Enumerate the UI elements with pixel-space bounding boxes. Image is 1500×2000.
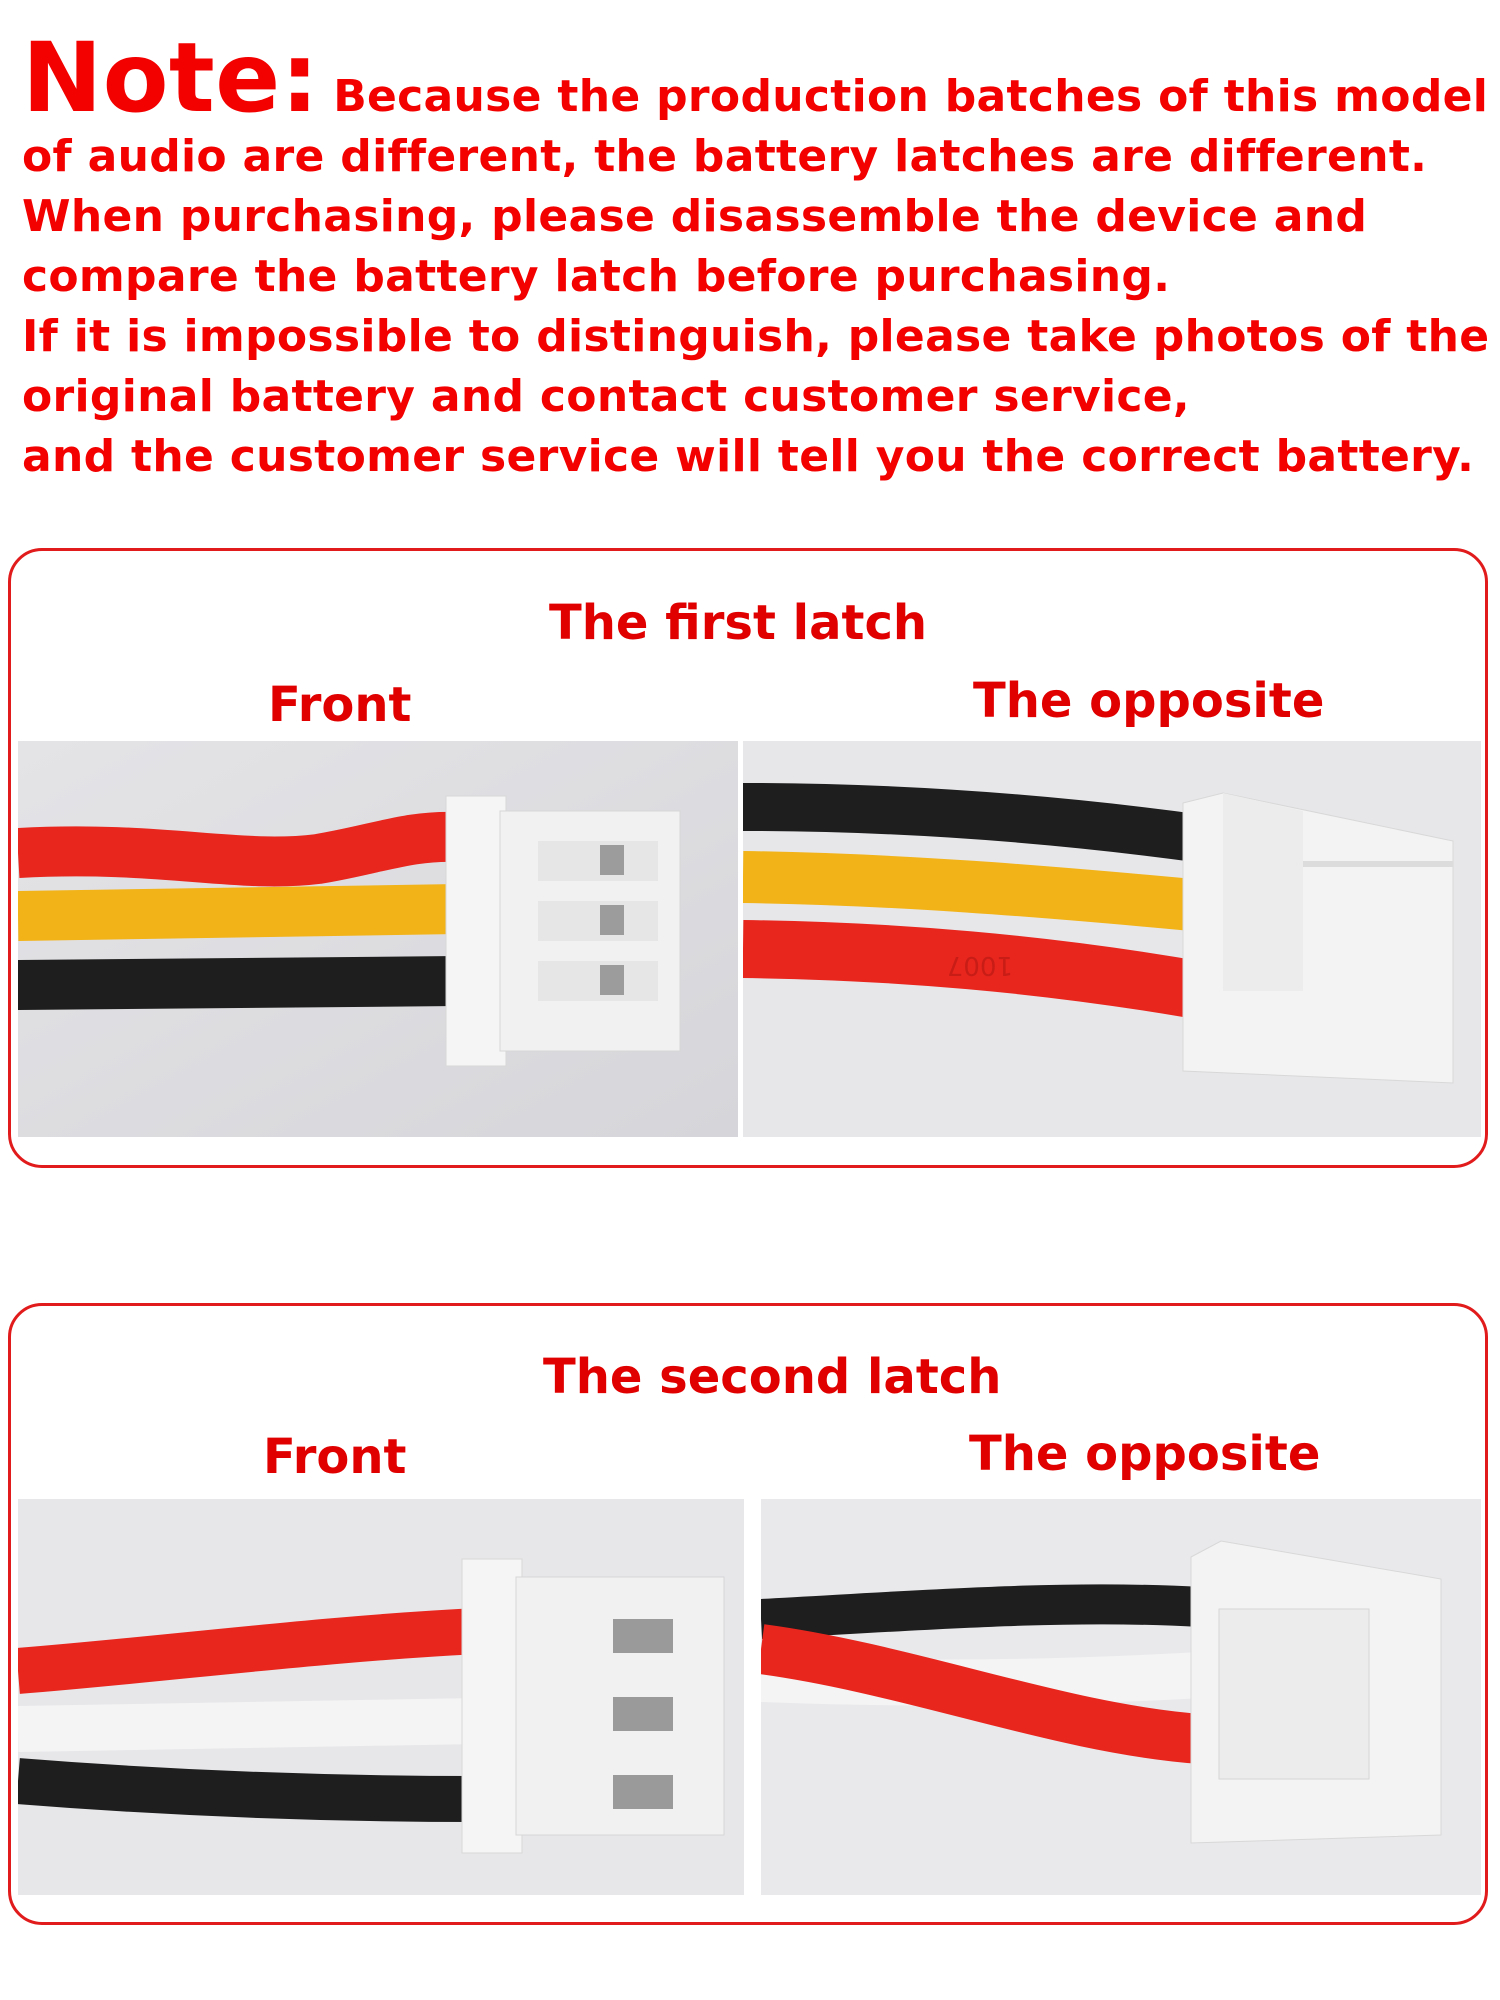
first-latch-title: The first latch	[549, 595, 928, 651]
first-latch-panel: The first latch Front The opposite	[8, 548, 1488, 1168]
metal-pins	[613, 1619, 673, 1809]
first-latch-opposite-photo: 1007	[743, 741, 1481, 1137]
note-line-text: Because the production batches of this m…	[333, 71, 1489, 122]
note-line-1: Note:Because the production batches of t…	[22, 30, 1488, 127]
connector-housing	[461, 1558, 725, 1854]
second-latch-opposite-label: The opposite	[969, 1426, 1321, 1482]
note-line-6: original battery and contact customer se…	[22, 371, 1190, 422]
second-latch-opposite-photo	[761, 1499, 1481, 1895]
yellow-wire	[18, 884, 459, 941]
black-wire	[18, 1758, 479, 1822]
yellow-wire	[743, 851, 1206, 932]
connector-housing	[445, 795, 681, 1067]
note-line-7: and the customer service will tell you t…	[22, 431, 1475, 482]
metal-pins	[600, 845, 624, 995]
red-wire	[743, 920, 1208, 1020]
note-line-3: When purchasing, please disassemble the …	[22, 191, 1368, 242]
red-wire	[18, 1608, 480, 1694]
connector-housing	[1182, 792, 1454, 1084]
note-line-4: compare the battery latch before purchas…	[22, 251, 1171, 302]
black-wire	[18, 956, 459, 1010]
second-latch-title: The second latch	[543, 1349, 1002, 1405]
red-wire	[18, 811, 459, 887]
second-latch-panel: The second latch Front The opposite	[8, 1303, 1488, 1925]
note-text: Note:Because the production batches of t…	[22, 30, 1490, 487]
second-latch-front-photo	[18, 1499, 744, 1895]
black-wire	[761, 1584, 1203, 1639]
red-wire	[761, 1624, 1203, 1764]
note-line-2: of audio are different, the battery latc…	[22, 131, 1428, 182]
wire-print: 1007	[947, 950, 1013, 980]
first-latch-front-label: Front	[268, 677, 412, 733]
connector-housing	[1190, 1540, 1442, 1844]
black-wire	[743, 783, 1207, 863]
first-latch-front-photo	[18, 741, 738, 1137]
first-latch-opposite-label: The opposite	[973, 673, 1325, 729]
note-label: Note:	[22, 22, 320, 134]
white-wire	[18, 1698, 479, 1752]
note-line-5: If it is impossible to distinguish, plea…	[22, 311, 1490, 362]
second-latch-front-label: Front	[263, 1429, 407, 1485]
